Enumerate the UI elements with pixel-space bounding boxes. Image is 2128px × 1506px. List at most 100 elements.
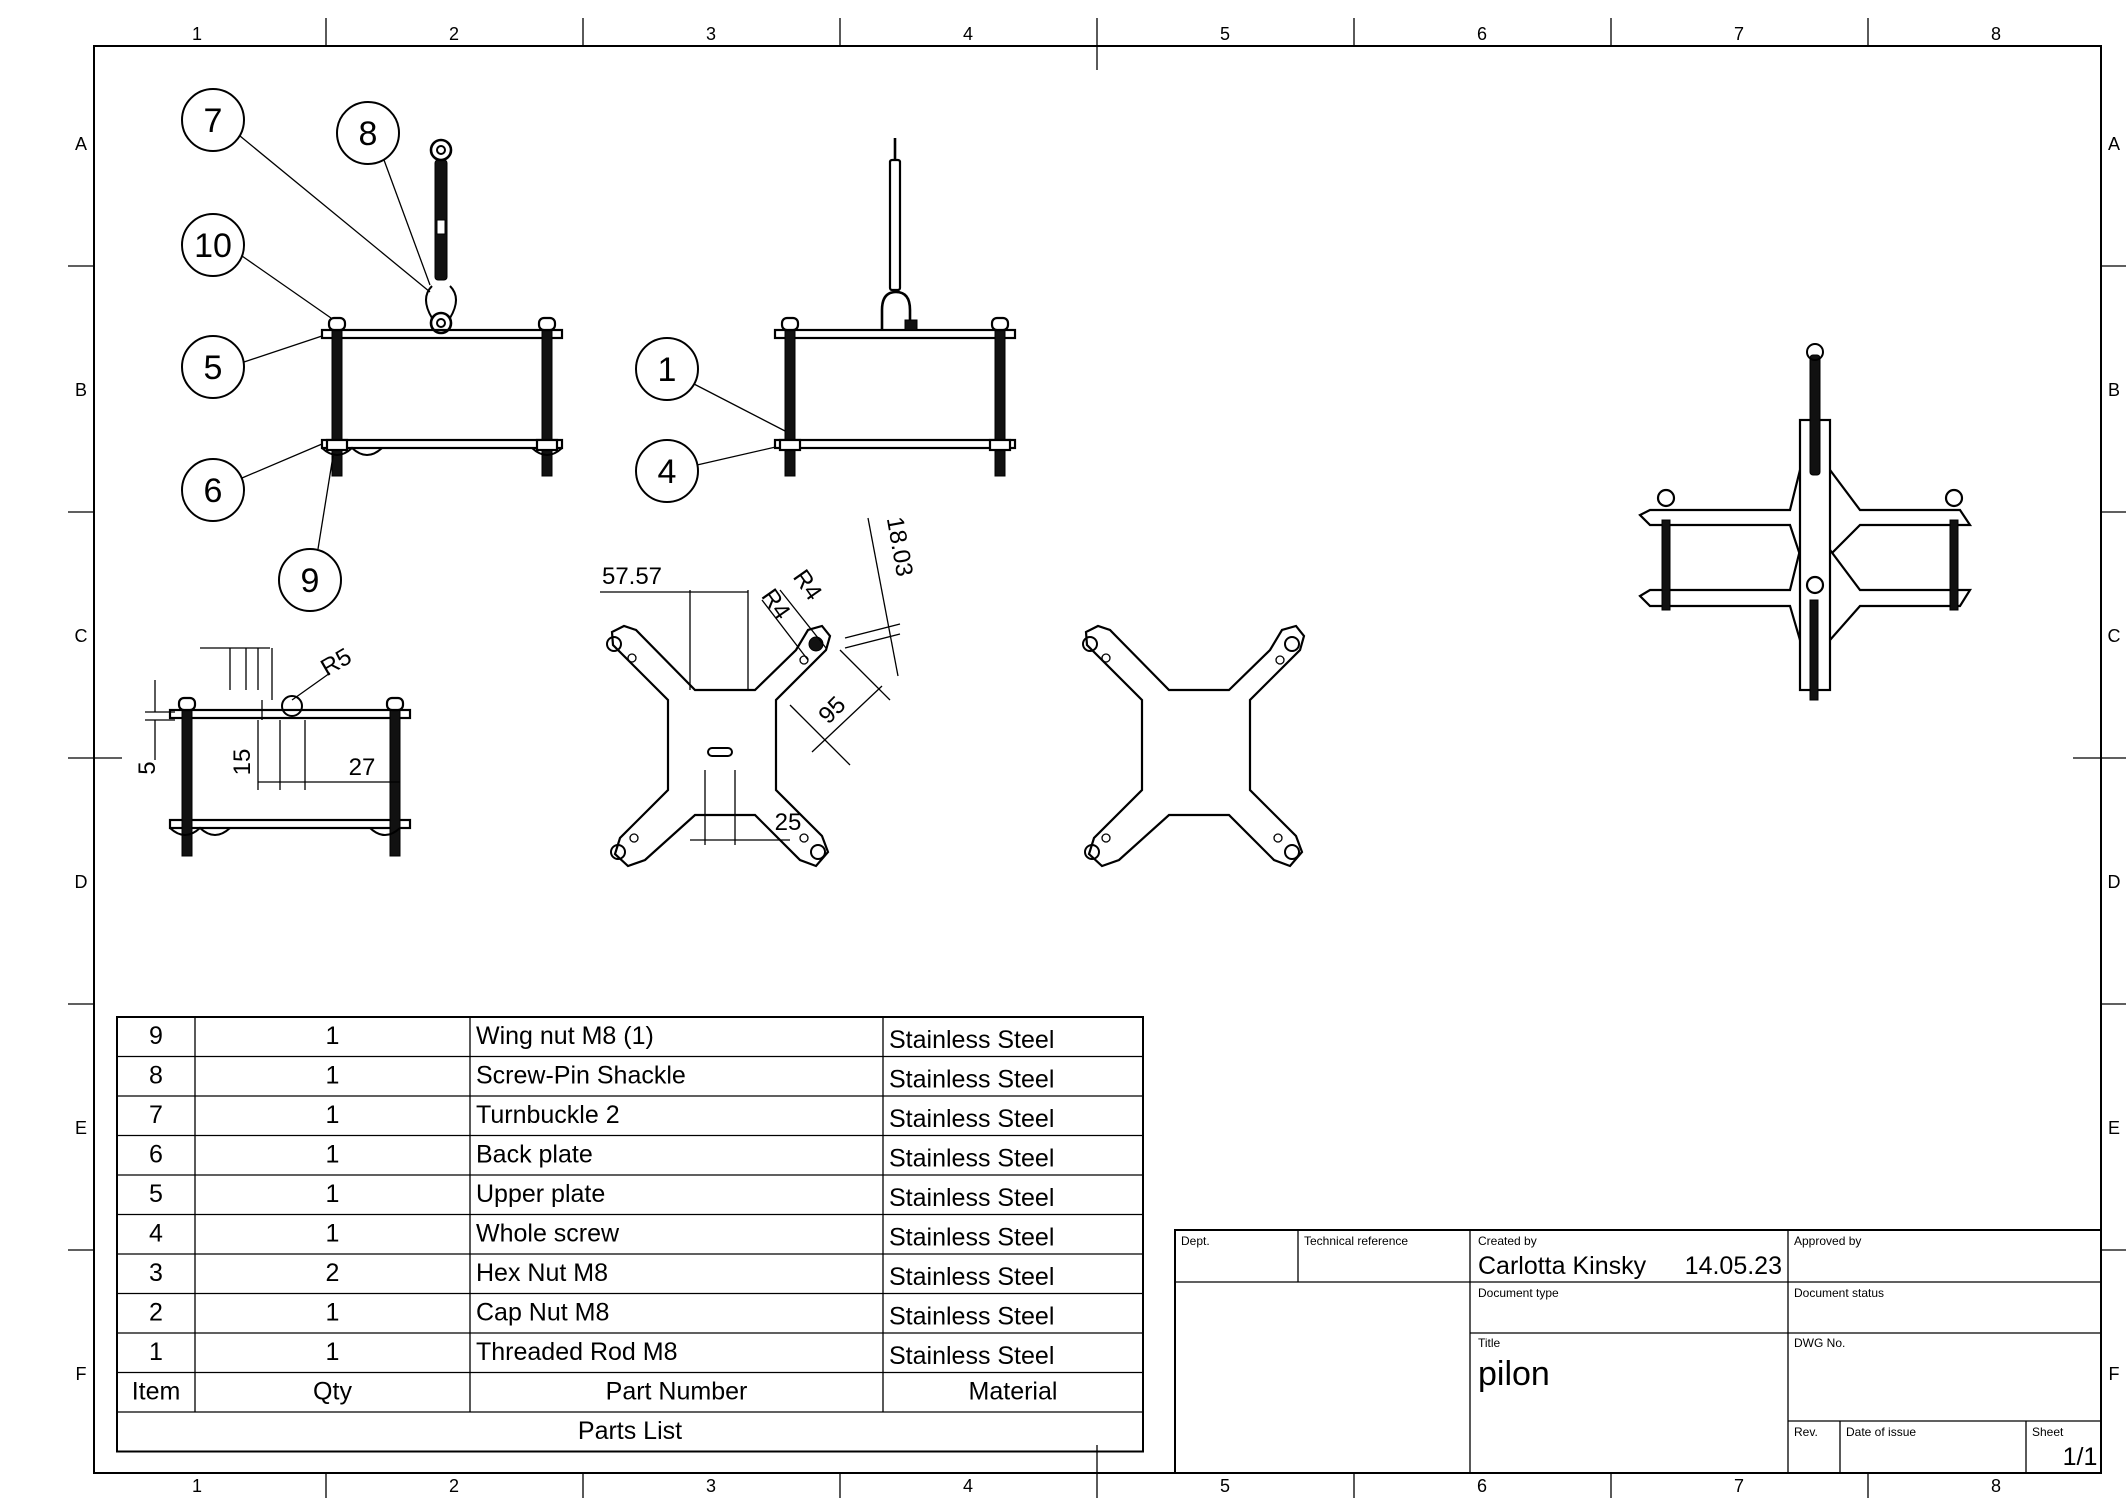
front-view-assembly	[320, 138, 564, 477]
parts-list-item-cell: 9	[149, 1022, 163, 1050]
sheet-value: 1/1	[2063, 1443, 2098, 1471]
dim-25: 25	[775, 809, 802, 836]
col-label-2-bottom: 2	[449, 1476, 459, 1496]
parts-list-header-part: Part Number	[606, 1378, 748, 1406]
parts-list-item-cell: 3	[149, 1259, 163, 1287]
col-label-6: 6	[1477, 24, 1487, 44]
svg-text:7: 7	[204, 102, 223, 140]
document-status-label: Document status	[1794, 1286, 1884, 1300]
parts-list-qty-cell: 1	[326, 1101, 340, 1129]
parts-list-qty-cell: 1	[326, 1062, 340, 1090]
parts-list-item-cell: 8	[149, 1062, 163, 1090]
parts-list-part-cell: Wing nut M8 (1)	[476, 1022, 654, 1050]
dim-r4-a: R4	[787, 565, 827, 606]
col-label-4-bottom: 4	[963, 1476, 973, 1496]
parts-list-material-cell: Stainless Steel	[889, 1342, 1054, 1370]
created-date-value: 14.05.23	[1685, 1252, 1782, 1280]
approved-by-label: Approved by	[1794, 1234, 1861, 1248]
col-label-5-bottom: 5	[1220, 1476, 1230, 1496]
col-label-3-bottom: 3	[706, 1476, 716, 1496]
created-by-label: Created by	[1478, 1234, 1537, 1248]
row-label-f: F	[76, 1364, 87, 1384]
x-plate-dimensioned: 57.57 25 95 18.03 R4 R4	[600, 515, 918, 868]
svg-text:8: 8	[359, 115, 378, 153]
col-label-4: 4	[963, 24, 973, 44]
row-label-d: D	[75, 872, 88, 892]
isometric-view	[1638, 343, 1973, 701]
svg-text:6: 6	[204, 472, 223, 510]
parts-list-material-cell: Stainless Steel	[889, 1263, 1054, 1291]
parts-list-material-cell: Stainless Steel	[889, 1145, 1054, 1173]
parts-list-item-cell: 6	[149, 1141, 163, 1169]
parts-list-qty-cell: 1	[326, 1338, 340, 1366]
balloon-6: 6	[181, 443, 323, 522]
row-label-b-right: B	[2108, 380, 2120, 400]
dim-15: 15	[229, 749, 256, 776]
balloon-8: 8	[336, 101, 431, 286]
parts-list-part-cell: Upper plate	[476, 1180, 605, 1208]
dim-5: 5	[134, 761, 161, 774]
parts-list-qty-cell: 1	[326, 1220, 340, 1248]
col-label-1: 1	[192, 24, 202, 44]
parts-list-qty-cell: 1	[326, 1299, 340, 1327]
parts-list-material-cell: Stainless Steel	[889, 1066, 1054, 1094]
row-label-d-right: D	[2108, 872, 2121, 892]
dim-95: 95	[813, 691, 851, 729]
created-by-value: Carlotta Kinsky	[1478, 1252, 1647, 1280]
parts-list-title: Parts List	[578, 1417, 682, 1445]
title-block: Dept. Technical reference Created by Car…	[1174, 1229, 2102, 1474]
date-of-issue-label: Date of issue	[1846, 1425, 1916, 1439]
dept-label: Dept.	[1181, 1234, 1210, 1248]
dim-27: 27	[349, 754, 376, 781]
col-label-7: 7	[1734, 24, 1744, 44]
parts-list-part-cell: Turnbuckle 2	[476, 1101, 620, 1129]
parts-list-part-cell: Threaded Rod M8	[476, 1338, 678, 1366]
balloons: 7 8 10 5 6 9 1	[181, 88, 788, 612]
sheet-label: Sheet	[2032, 1425, 2064, 1439]
parts-list-qty-cell: 2	[326, 1259, 340, 1287]
parts-list-material-cell: Stainless Steel	[889, 1303, 1054, 1331]
col-label-3: 3	[706, 24, 716, 44]
balloon-9: 9	[278, 455, 342, 612]
row-label-e-right: E	[2108, 1118, 2120, 1138]
parts-list-header-qty: Qty	[313, 1378, 352, 1406]
parts-list-material-cell: Stainless Steel	[889, 1105, 1054, 1133]
balloon-10: 10	[181, 213, 332, 319]
svg-text:4: 4	[658, 453, 677, 491]
balloon-4: 4	[635, 439, 781, 503]
dim-57-57: 57.57	[602, 563, 662, 590]
row-label-e: E	[75, 1118, 87, 1138]
row-label-c-right: C	[2108, 626, 2121, 646]
col-label-8: 8	[1991, 24, 2001, 44]
row-label-f-right: F	[2109, 1364, 2120, 1384]
parts-list-part-cell: Hex Nut M8	[476, 1259, 608, 1287]
col-label-5: 5	[1220, 24, 1230, 44]
balloon-5: 5	[181, 335, 323, 399]
parts-list-qty-cell: 1	[326, 1141, 340, 1169]
svg-text:10: 10	[194, 227, 232, 265]
svg-text:5: 5	[204, 349, 223, 387]
col-label-8-bottom: 8	[1991, 1476, 2001, 1496]
parts-list-item-cell: 5	[149, 1180, 163, 1208]
row-label-b: B	[75, 380, 87, 400]
technical-reference-label: Technical reference	[1304, 1234, 1408, 1248]
parts-list-item-cell: 1	[149, 1338, 163, 1366]
document-type-label: Document type	[1478, 1286, 1559, 1300]
parts-list-header-material: Material	[969, 1378, 1058, 1406]
col-label-1-bottom: 1	[192, 1476, 202, 1496]
balloon-1: 1	[635, 337, 788, 433]
drawing-frame	[68, 18, 2126, 1498]
parts-list-material-cell: Stainless Steel	[889, 1184, 1054, 1212]
row-label-a: A	[75, 134, 87, 154]
balloon-7: 7	[181, 88, 431, 293]
dwg-no-label: DWG No.	[1794, 1336, 1845, 1350]
svg-text:9: 9	[301, 562, 320, 600]
col-label-2: 2	[449, 24, 459, 44]
parts-list-qty-cell: 1	[326, 1022, 340, 1050]
parts-list-item-cell: 7	[149, 1101, 163, 1129]
parts-list-item-cell: 4	[149, 1220, 163, 1248]
dim-r5: R5	[316, 643, 356, 682]
parts-list-material-cell: Stainless Steel	[889, 1224, 1054, 1252]
